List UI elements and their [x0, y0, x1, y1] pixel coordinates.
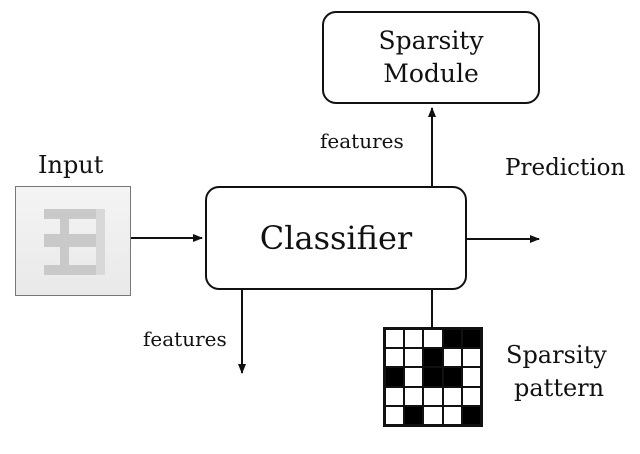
sparsity-cell [442, 367, 462, 387]
prediction-label: Prediction [505, 155, 626, 181]
sparsity-cell [404, 348, 424, 368]
sparsity-pattern-grid [383, 327, 483, 427]
sparsity-cell [404, 367, 424, 387]
sparsity-cell [461, 329, 481, 349]
input-label: Input [38, 151, 104, 179]
sparsity-cell [404, 329, 424, 349]
sparsity-cell [461, 386, 481, 406]
sparsity-cell [423, 329, 443, 349]
sparsity-cell [385, 367, 405, 387]
sparsity-cell [423, 367, 443, 387]
sparsity-cell [385, 405, 405, 425]
classifier-label: Classifier [259, 219, 413, 257]
sparsity-module-box: Sparsity Module [322, 11, 540, 104]
sparsity-cell [423, 405, 443, 425]
sparsity-cell [385, 386, 405, 406]
sparsity-cell [461, 348, 481, 368]
classifier-box: Classifier [205, 186, 467, 290]
sparsity-cell [385, 348, 405, 368]
sparsity-module-label-line2: Module [383, 58, 479, 88]
features-bottom-label: features [143, 327, 227, 351]
sparsity-cell [442, 348, 462, 368]
sparsity-cell [442, 386, 462, 406]
sparsity-pattern-label-line1: Sparsity [506, 341, 607, 369]
sparsity-cell [404, 386, 424, 406]
sparsity-pattern-label-line2: pattern [514, 374, 605, 402]
sparsity-cell [461, 405, 481, 425]
sparsity-cell [385, 329, 405, 349]
sparsity-cell [423, 386, 443, 406]
sparsity-cell [404, 405, 424, 425]
sparsity-cell [461, 367, 481, 387]
input-digit-image [15, 186, 131, 296]
features-top-label: features [320, 129, 404, 153]
sparsity-module-label-line1: Sparsity [378, 26, 484, 55]
sparsity-cell [442, 329, 462, 349]
sparsity-cell [442, 405, 462, 425]
sparsity-cell [423, 348, 443, 368]
